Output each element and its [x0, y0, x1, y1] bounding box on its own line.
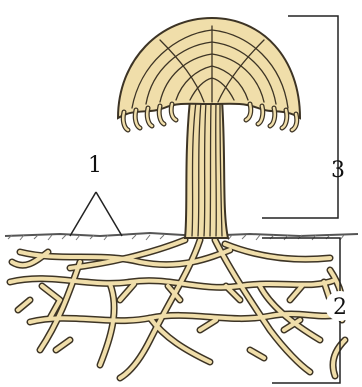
label-1: 1: [88, 153, 102, 178]
label-1-pointer-lines: [70, 192, 122, 236]
label-3: 3: [331, 158, 345, 183]
mushroom-stem: [185, 100, 228, 238]
mycelium-network: [10, 240, 345, 378]
label-2: 2: [333, 295, 347, 320]
